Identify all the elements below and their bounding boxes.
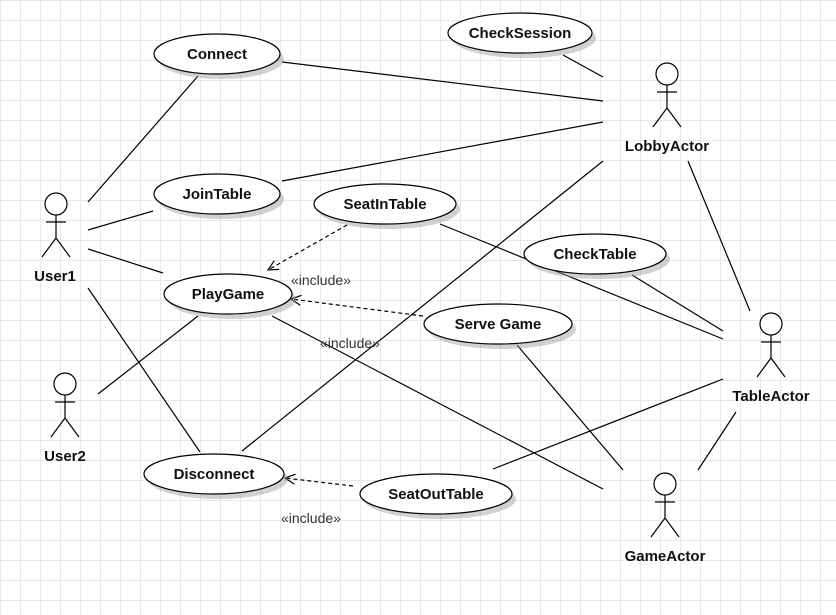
use-case-play-game[interactable]: PlayGame <box>163 273 296 319</box>
assoc-lobby-table <box>687 160 751 312</box>
assoc-disconnect-lobby <box>241 160 604 452</box>
assoc-jointable-lobby <box>281 121 604 182</box>
use-case-label: CheckTable <box>553 246 636 263</box>
assoc-checksession-lobby <box>562 54 604 78</box>
include-arrow-servegame <box>291 299 424 317</box>
assoc-user1-playgame <box>87 248 164 274</box>
use-case-label: SeatInTable <box>343 196 426 213</box>
assoc-user2-playgame <box>97 315 199 395</box>
use-case-serve-game[interactable]: Serve Game <box>423 303 576 349</box>
use-case-check-session[interactable]: CheckSession <box>447 12 596 58</box>
actor-label-user1: User1 <box>34 268 76 285</box>
use-case-join-table[interactable]: JoinTable <box>153 173 284 219</box>
assoc-connect-lobby <box>281 61 604 102</box>
use-case-check-table[interactable]: CheckTable <box>523 233 670 279</box>
actor-label-user2: User2 <box>44 448 86 465</box>
include-arrow-seatouttable <box>285 478 354 487</box>
actor-label-table: TableActor <box>732 388 809 405</box>
assoc-user1-jointable <box>87 210 154 231</box>
assoc-checktable-table <box>631 274 724 332</box>
use-case-label: Connect <box>187 46 247 63</box>
assoc-seatintable-table <box>439 223 724 340</box>
actor-label-lobby: LobbyActor <box>625 138 709 155</box>
actor-user2[interactable] <box>50 372 80 438</box>
include-label-1: «include» <box>291 272 351 288</box>
use-case-label: Disconnect <box>174 466 255 483</box>
actor-user1[interactable] <box>41 192 71 258</box>
use-case-label: Serve Game <box>455 316 542 333</box>
assoc-user1-disconnect <box>87 287 201 453</box>
actor-table[interactable] <box>756 312 786 378</box>
use-case-label: JoinTable <box>183 186 252 203</box>
use-case-label: PlayGame <box>192 286 265 303</box>
assoc-servegame-game <box>516 344 624 471</box>
assoc-table-game <box>697 411 737 471</box>
use-case-seat-out-table[interactable]: SeatOutTable <box>359 473 516 519</box>
assoc-seatouttable-table <box>492 378 724 470</box>
include-arrow-seatintable <box>268 224 348 270</box>
use-case-connect[interactable]: Connect <box>153 33 284 79</box>
assoc-playgame-game <box>271 315 604 490</box>
use-case-disconnect[interactable]: Disconnect <box>143 453 288 499</box>
use-case-label: CheckSession <box>469 25 572 42</box>
actor-label-game: GameActor <box>625 548 706 565</box>
assoc-user1-connect <box>87 75 199 203</box>
actor-game[interactable] <box>650 472 680 538</box>
actor-lobby[interactable] <box>652 62 682 128</box>
include-label-2: «include» <box>320 335 380 351</box>
include-label-3: «include» <box>281 510 341 526</box>
use-case-seat-in-table[interactable]: SeatInTable <box>313 183 460 229</box>
use-case-label: SeatOutTable <box>388 486 484 503</box>
